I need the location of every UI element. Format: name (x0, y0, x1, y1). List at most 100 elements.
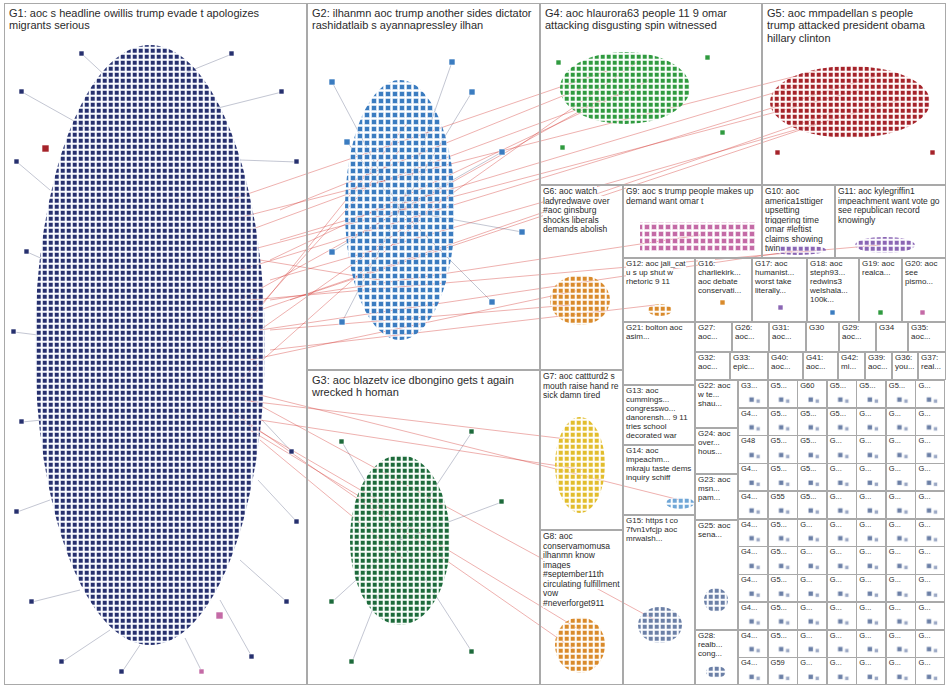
group-label-text: G... (859, 547, 871, 556)
group-panel: G5: aoc mmpadellan s people trump attack… (762, 3, 946, 185)
vertex (329, 599, 334, 604)
group-label-text: G... (859, 658, 871, 667)
group-panel: G37: real... (918, 352, 946, 380)
group-label: G5... (828, 381, 856, 391)
group-label-text: G... (918, 547, 930, 556)
link-line (230, 70, 820, 220)
group-label-text: G26: aoc... (735, 323, 755, 341)
vertex (469, 429, 474, 434)
group-label-text: G... (889, 631, 901, 640)
group-cell: G60 (797, 380, 827, 408)
group-label-text: G... (859, 603, 871, 612)
group-label: G60 (798, 381, 826, 391)
group-cell: G... (915, 602, 945, 630)
group-label: G5... (769, 547, 797, 557)
group-label: G... (828, 464, 856, 474)
group-label-text: G5... (800, 464, 816, 473)
group-cell: G4... (738, 519, 768, 547)
group-label: G... (887, 575, 915, 585)
group-label: G... (857, 464, 885, 474)
group-cell: G... (915, 519, 945, 547)
group-label: G5... (769, 381, 797, 391)
group-label-text: G... (859, 492, 871, 501)
cluster (640, 222, 755, 252)
group-cell: G5... (797, 463, 827, 491)
group-label: G... (857, 631, 885, 641)
group-label: G... (798, 603, 826, 613)
group-label-text: G48 (741, 436, 755, 445)
group-label-text: G31: aoc... (772, 323, 792, 341)
group-label: G... (798, 547, 826, 557)
link-line (185, 638, 202, 672)
group-panel: G14: aoc impeachm... mkraju taste dems i… (623, 445, 695, 515)
group-label: G18: aoc steph93... redwins3 welshala...… (808, 259, 858, 306)
group-panel: G4: aoc hlaurora63 people 11 9 omar atta… (540, 3, 762, 185)
group-label-text: G... (800, 547, 812, 556)
group-panel: G25: aoc sena... (695, 520, 738, 630)
group-label-text: G5... (830, 409, 846, 418)
group-label-text: G13: aoc cummings... congresswo... danor… (626, 386, 688, 440)
vertex (14, 509, 19, 514)
group-label: G... (916, 492, 944, 502)
group-panel: G40: aoc... (768, 352, 803, 380)
link-line (260, 420, 585, 470)
group-label: G4... (739, 631, 767, 641)
group-label: G5... (769, 631, 797, 641)
group-label: G... (828, 658, 856, 668)
group-label: G... (828, 436, 856, 446)
group-label: G... (798, 658, 826, 668)
cluster (706, 666, 726, 678)
group-cell: G5... (827, 408, 857, 436)
group-label-text: G16: charliekirk... aoc debate conservat… (698, 259, 741, 295)
group-cell: G4... (738, 546, 768, 574)
group-cell: G... (827, 546, 857, 574)
group-label: G30 (807, 323, 838, 334)
group-label: G42: mi... (839, 353, 864, 373)
group-panel: G30 (806, 322, 839, 352)
group-label-text: G17: aoc humanist... worst take literall… (755, 259, 794, 295)
group-cell: G4... (738, 463, 768, 491)
group-label: G4: aoc hlaurora63 people 11 9 omar atta… (541, 4, 761, 35)
cluster (638, 607, 682, 643)
vertex (489, 299, 495, 305)
vertex (519, 229, 525, 235)
group-label-text: G3: aoc blazetv ice dbongino gets t agai… (312, 374, 514, 398)
group-label-text: G... (918, 631, 930, 640)
group-label-text: G37: real... (921, 353, 941, 371)
group-label-text: G1: aoc s headline owillis trump evade t… (9, 7, 259, 31)
group-label-text: G40: aoc... (771, 353, 791, 371)
group-label: G... (887, 631, 915, 641)
group-cell: G55 (768, 491, 798, 519)
group-label-text: G14: aoc impeachm... mkraju taste dems i… (626, 446, 691, 482)
scattered-vertices (11, 51, 935, 674)
group-cell: G... (827, 657, 857, 685)
group-label: G... (887, 464, 915, 474)
group-label: G... (798, 631, 826, 641)
group-label-text: G18: aoc steph93... redwins3 welshala...… (810, 259, 848, 304)
vertex (279, 89, 284, 94)
cluster (555, 617, 605, 673)
group-panel: G22: aoc w te... shau... (695, 380, 738, 428)
group-panel: G12: aoc jali_cat u s up shut w rhetoric… (623, 258, 695, 322)
group-cell: G4... (738, 408, 768, 436)
vertex (878, 310, 883, 315)
group-label: G15: https t co 7fvn1vfcjp aoc mrwalsh..… (624, 516, 694, 545)
group-label: G28: realb... cong... (696, 631, 737, 660)
link-line (250, 430, 580, 630)
link-line (260, 250, 800, 330)
group-label: G13: aoc cummings... congresswo... danor… (624, 386, 694, 442)
group-label-text: G... (800, 520, 812, 529)
group-panel: G29: aoc... (839, 322, 876, 352)
group-label-text: G... (918, 658, 930, 667)
group-label: G5... (769, 603, 797, 613)
group-cell: G... (856, 546, 886, 574)
vertex (349, 659, 354, 664)
group-cell: G5... (768, 463, 798, 491)
link-line (258, 480, 297, 522)
vertex (11, 329, 16, 334)
group-panel: G8: aoc conservamomusa ilhanmn know imag… (540, 530, 623, 685)
group-label: G5... (798, 464, 826, 474)
cluster (555, 417, 605, 513)
group-label: G14: aoc impeachm... mkraju taste dems i… (624, 446, 694, 484)
